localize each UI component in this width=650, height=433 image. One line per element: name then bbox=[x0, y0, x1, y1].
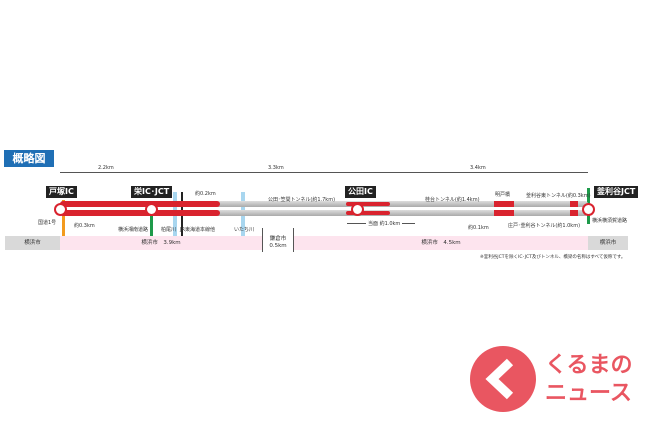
kamariya-jct-label: 釜利谷JCT bbox=[594, 186, 639, 198]
sakae-jct-marker bbox=[145, 203, 158, 216]
length-label: 約0.3km bbox=[74, 223, 95, 229]
kamariya-jct-marker bbox=[582, 203, 595, 216]
city-yokohama-right: 横浜市 bbox=[588, 236, 628, 250]
logo-text: くるまのニュース bbox=[545, 353, 633, 406]
city-yokohama-1: 横浜市 3.9km bbox=[60, 236, 262, 250]
road-lower-open bbox=[60, 210, 220, 216]
tunnel-label: 釜利谷東トンネル(約0.3km) bbox=[526, 193, 591, 199]
boundary-line bbox=[293, 228, 294, 252]
dimension-line bbox=[60, 172, 151, 173]
distance-label: 3.3km bbox=[268, 165, 284, 171]
sakae-jct-label: 栄IC･JCT bbox=[131, 186, 173, 198]
page-title: 概略図 bbox=[4, 150, 54, 167]
bridge-label: 明戸橋 bbox=[495, 192, 511, 198]
kuden-ic-label: 公田IC bbox=[345, 186, 376, 198]
totsuka-ic-marker bbox=[54, 203, 67, 216]
road-lower bbox=[60, 210, 588, 216]
dimension-line bbox=[357, 172, 588, 173]
city-yokohama-2: 横浜市 4.5km bbox=[294, 236, 588, 250]
road-upper-open bbox=[60, 201, 220, 207]
road-label: 横浜横須賀道路 bbox=[592, 218, 628, 224]
rail-label: JR東海道本線他 bbox=[180, 227, 215, 233]
tunnel-upper bbox=[570, 201, 578, 207]
route1-label: 国道1号 bbox=[38, 220, 57, 226]
dimension-line bbox=[151, 172, 357, 173]
river-label: いたち川 bbox=[234, 227, 255, 233]
distance-label: 2.2km bbox=[98, 165, 114, 171]
length-label: 約0.1km bbox=[468, 225, 489, 231]
bridge-upper bbox=[494, 201, 514, 207]
tunnel-label: 公田･笠間トンネル(約1.7km) bbox=[268, 197, 336, 203]
distance-label: 3.4km bbox=[470, 165, 486, 171]
interim-label: 当面 約1.0km bbox=[366, 220, 403, 227]
bridge-lower bbox=[494, 210, 514, 216]
tunnel-lower bbox=[570, 210, 578, 216]
footnote: ※釜利谷JCTを除くIC･JCT及びトンネル、橋梁の名称はすべて仮称です。 bbox=[480, 255, 626, 260]
boundary-line bbox=[262, 228, 263, 252]
road-label: 横浜湘南道路 bbox=[118, 227, 149, 233]
yokohama-shonan-road bbox=[150, 212, 153, 236]
logo-icon bbox=[470, 346, 536, 412]
route1-road bbox=[62, 200, 65, 240]
tunnel-label: 桂台トンネル(約1.4km) bbox=[425, 197, 480, 203]
length-label: 約0.2km bbox=[195, 191, 216, 197]
road-interim-upper bbox=[346, 202, 390, 206]
kuden-ic-marker bbox=[351, 203, 364, 216]
totsuka-ic-label: 戸塚IC bbox=[46, 186, 77, 198]
river-label: 柏尾川 bbox=[161, 227, 177, 233]
kamakura-name: 鎌倉市 bbox=[269, 236, 287, 242]
tunnel-label: 庄戸･釜利谷トンネル(約1.0km) bbox=[508, 223, 581, 229]
road-upper bbox=[60, 201, 588, 207]
city-yokohama-left: 横浜市 bbox=[5, 236, 60, 250]
kamakura-length: 0.5km bbox=[269, 243, 287, 249]
road-interim-lower bbox=[346, 211, 390, 215]
